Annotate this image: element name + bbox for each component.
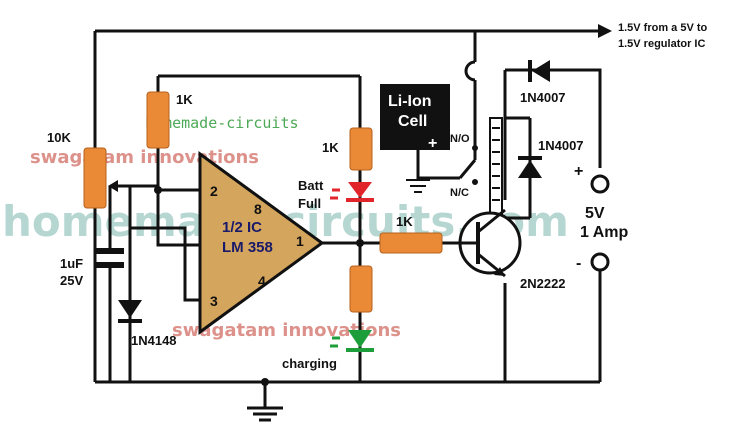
- charging-label: charging: [282, 356, 337, 371]
- pot-label: 10K: [47, 130, 71, 145]
- battery-wire: [416, 150, 460, 180]
- wiper-arrow-icon: [108, 180, 118, 192]
- output-note-line1: 1.5V from a 5V to: [618, 22, 708, 34]
- batt-full-label-line1: Batt: [298, 178, 324, 193]
- transistor-label: 2N2222: [520, 276, 566, 291]
- r-top-label: 1K: [176, 92, 193, 107]
- potentiometer-10k: [83, 147, 107, 209]
- supply-label-line2: 1 Amp: [580, 224, 629, 241]
- supply-label-line1: 5V: [585, 205, 605, 222]
- capacitor-1uf: [96, 248, 124, 268]
- supply-positive-terminal: [590, 174, 610, 194]
- minus-label: -: [576, 255, 581, 272]
- pin1-label: 1: [296, 233, 304, 249]
- resistor-r-led: [349, 127, 373, 171]
- relay-coil: [489, 117, 503, 219]
- batt-full-led: [330, 182, 374, 202]
- relay-switch-arm: [458, 159, 477, 179]
- relay-nc-label: N/C: [450, 187, 469, 199]
- diode-1n4007-top: [528, 60, 550, 82]
- relay-no-label: N/O: [450, 133, 470, 145]
- diode-1n4148: [118, 300, 142, 323]
- resistor-r-top: [146, 91, 170, 149]
- junction-dot: [154, 186, 162, 194]
- battery-plus-label: +: [428, 135, 437, 152]
- junction-dot: [261, 378, 269, 386]
- output-arrow-icon: [598, 24, 612, 38]
- ground-icon: [247, 406, 283, 422]
- watermark-small: homemade-circuits: [145, 114, 299, 132]
- diode-top-label: 1N4007: [520, 90, 566, 105]
- watermark-red-top: swagatam innovations: [30, 147, 259, 168]
- battery-label-line1: Li-Ion: [388, 93, 432, 110]
- battery-ground-icon: [406, 179, 430, 193]
- opamp-lm358: [198, 151, 325, 335]
- r-base-label: 1K: [396, 214, 413, 229]
- ic-label-line2: LM 358: [222, 239, 273, 256]
- diode-relay-label: 1N4007: [538, 138, 584, 153]
- pin3-label: 3: [210, 293, 218, 309]
- resistor-r-base: [379, 232, 443, 254]
- pin2-label: 2: [210, 183, 218, 199]
- plus-label: +: [574, 163, 583, 180]
- resistor-charging: [349, 265, 373, 313]
- battery-label-line2: Cell: [398, 113, 427, 130]
- cap-label-line1: 1uF: [60, 256, 83, 271]
- diode-1n4007-relay: [518, 156, 542, 178]
- ic-label-line1: 1/2 IC: [222, 219, 262, 236]
- relay-nc-contact: [472, 179, 478, 185]
- supply-negative-terminal: [590, 252, 610, 272]
- r-led-label: 1K: [322, 140, 339, 155]
- output-note-line2: 1.5V regulator IC: [618, 38, 705, 50]
- transistor-2n2222: [458, 208, 522, 278]
- watermark-red-bottom: swagatam innovations: [172, 320, 401, 341]
- cap-label-line2: 25V: [60, 273, 83, 288]
- diode-small-label: 1N4148: [131, 333, 177, 348]
- relay-no-contact: [472, 145, 478, 151]
- battery-li-ion-cell: [380, 84, 450, 150]
- pin3-wire: [130, 226, 200, 302]
- batt-full-label-line2: Full: [298, 196, 321, 211]
- junction-dot: [356, 239, 364, 247]
- pin8-label: 8: [254, 201, 262, 217]
- charging-led: [330, 330, 374, 352]
- pin4-label: 4: [258, 273, 266, 289]
- relay-crossover-icon: [464, 60, 476, 82]
